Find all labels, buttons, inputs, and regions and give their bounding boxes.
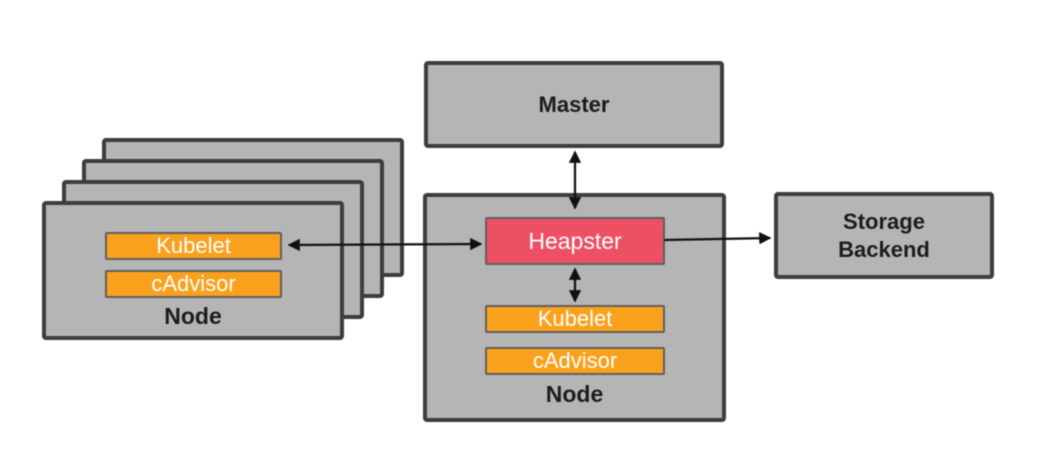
master-label: Master [538,91,610,117]
storage-backend-box: Storage Backend [774,192,994,279]
central-node-kubelet-box: Kubelet [485,305,665,333]
left-node-kubelet-box: Kubelet [105,232,282,260]
left-node-kubelet-label: Kubelet [156,233,231,258]
left-node-cadvisor-label: cAdvisor [151,271,236,296]
left-node-title: Node [164,303,222,329]
storage-backend-label-line1: Storage [843,208,925,234]
central-node-kubelet-label: Kubelet [537,306,613,331]
master-box: Master [424,61,724,148]
central-node-cadvisor-box: cAdvisor [485,347,665,375]
central-node-cadvisor-label: cAdvisor [532,348,618,373]
storage-backend-label-line2: Backend [838,236,930,262]
node-stack-front: Kubelet cAdvisor Node [42,201,344,340]
left-node-cadvisor-box: cAdvisor [105,270,282,298]
heapster-label: Heapster [528,227,622,254]
heapster-box: Heapster [485,217,665,265]
central-node-box: Heapster Kubelet cAdvisor Node [423,193,726,422]
central-node-title: Node [545,381,604,407]
